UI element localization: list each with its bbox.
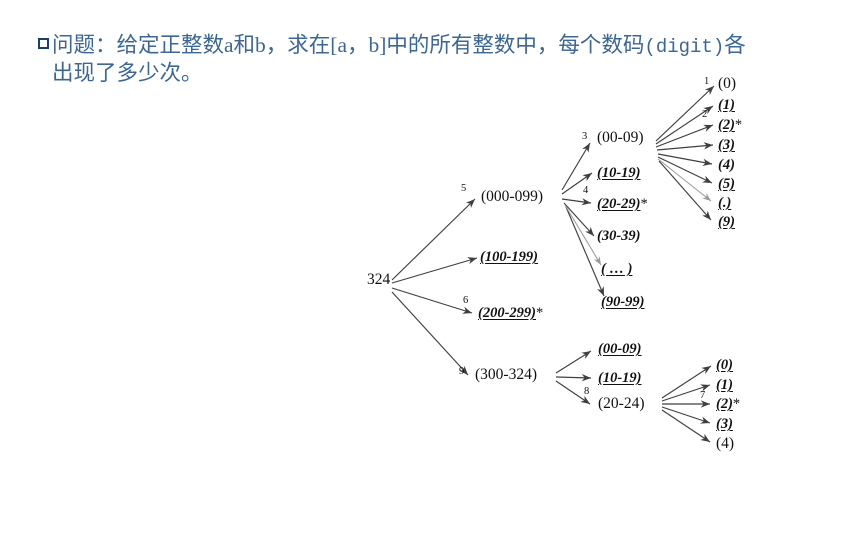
- tree-node-100-199[interactable]: (100-199): [480, 249, 538, 265]
- tree-node-90-99[interactable]: (90-99): [601, 294, 645, 310]
- node-label: (20-24): [598, 395, 645, 412]
- edge-label-6: 6: [463, 295, 469, 306]
- edge-label-2: 2: [702, 109, 708, 120]
- tree-node-digit-0-top[interactable]: (0): [718, 76, 736, 92]
- node-label: (4): [716, 435, 735, 452]
- title-block: 问题：给定正整数a和b，求在[a，b]中的所有整数中，每个数码(digit)各: [38, 31, 838, 61]
- tree-node-root[interactable]: 324: [367, 271, 391, 288]
- edge-label-1: 1: [704, 76, 710, 87]
- tree-node-10-19-bottom[interactable]: (10-19): [598, 370, 642, 386]
- node-label: (00-09): [598, 341, 642, 357]
- edge-label-9: 9: [459, 366, 465, 377]
- star-marker: *: [640, 196, 648, 212]
- tree-node-digit-1-bottom[interactable]: (1): [716, 377, 733, 393]
- node-label: (2): [716, 396, 733, 412]
- node-label: (0): [716, 357, 733, 373]
- edge-label-5: 5: [461, 183, 467, 194]
- tree-node-digit-2-top[interactable]: (2)*: [718, 117, 742, 133]
- title-line2: 出现了多少次。: [52, 61, 203, 85]
- edge-label-4: 4: [583, 185, 589, 196]
- edge-label-7: 7: [700, 390, 706, 401]
- node-label: ( … ): [601, 261, 633, 277]
- node-label: (90-99): [601, 294, 645, 310]
- node-label: (.): [718, 195, 732, 211]
- node-label: (100-199): [480, 249, 538, 265]
- edge-label-3: 3: [582, 131, 588, 142]
- tree-node-digit-4-bottom[interactable]: (4): [716, 436, 734, 452]
- title-line1-part1: 问题：给定正整数a和b，求在[a，b]中的所有整数中，每个数码: [52, 33, 645, 57]
- tree-node-000-099[interactable]: (000-099): [481, 189, 543, 205]
- tree-node-10-19[interactable]: (10-19): [597, 165, 641, 181]
- tree-node-ellipsis[interactable]: ( … ): [601, 261, 632, 277]
- tree-node-digit-4-top[interactable]: (4): [718, 157, 735, 173]
- hollow-square-bullet-icon: [38, 38, 49, 49]
- node-label: (10-19): [597, 165, 641, 181]
- title-line1-part2: 各: [724, 33, 746, 57]
- title-line1-mono: (digit): [644, 36, 725, 58]
- star-marker: *: [732, 396, 741, 412]
- tree-node-digit-1-top[interactable]: (1): [718, 97, 735, 113]
- tree-node-digit-dot-top[interactable]: (.): [718, 195, 731, 211]
- tree-node-digit-9-top[interactable]: (9): [718, 214, 735, 230]
- node-label: (10-19): [598, 370, 642, 386]
- tree-node-20-29[interactable]: (20-29)*: [597, 196, 648, 212]
- node-label: (4): [718, 157, 735, 173]
- node-label: (1): [716, 377, 733, 393]
- tree-node-00-09[interactable]: (00-09): [597, 130, 644, 146]
- tree-node-30-39[interactable]: (30-39): [597, 228, 641, 244]
- tree-node-200-299[interactable]: (200-299)*: [478, 305, 543, 321]
- tree-node-300-324[interactable]: (300-324): [475, 367, 537, 383]
- tree-node-digit-3-top[interactable]: (3): [718, 137, 735, 153]
- node-label: (0): [718, 75, 737, 92]
- node-label: (200-299): [478, 305, 536, 321]
- star-marker: *: [734, 117, 743, 133]
- node-label: (20-29): [597, 196, 641, 212]
- node-label: (9): [718, 214, 735, 230]
- node-label: (3): [718, 137, 735, 153]
- node-label: (000-099): [481, 188, 543, 205]
- tree-node-digit-0-bottom[interactable]: (0): [716, 357, 733, 373]
- node-label: (3): [716, 416, 733, 432]
- star-marker: *: [536, 305, 544, 321]
- node-label: (2): [718, 117, 735, 133]
- page-title: 问题：给定正整数a和b，求在[a，b]中的所有整数中，每个数码(digit)各: [52, 31, 838, 61]
- node-label: (1): [718, 97, 735, 113]
- edge-label-8: 8: [584, 386, 590, 397]
- tree-node-digit-5-top[interactable]: (5): [718, 176, 735, 192]
- node-label: (30-39): [597, 228, 641, 244]
- tree-node-digit-2-bottom[interactable]: (2)*: [716, 396, 740, 412]
- tree-node-00-09-bottom[interactable]: (00-09): [598, 341, 642, 357]
- tree-node-digit-3-bottom[interactable]: (3): [716, 416, 733, 432]
- node-label: (5): [718, 176, 735, 192]
- node-label: (300-324): [475, 366, 537, 383]
- tree-node-20-24[interactable]: (20-24): [598, 396, 645, 412]
- node-label: (00-09): [597, 129, 644, 146]
